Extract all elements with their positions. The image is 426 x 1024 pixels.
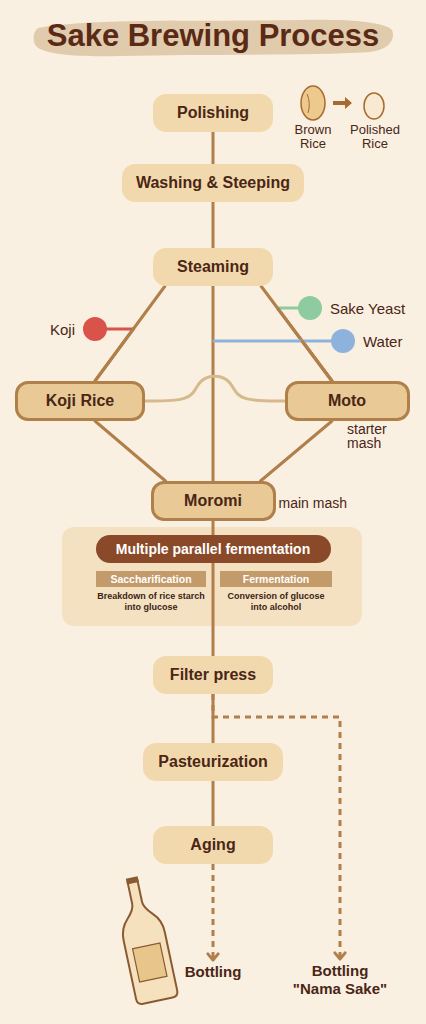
node-title: Sake Yeast — [330, 300, 405, 317]
connector-line — [107, 328, 133, 331]
node-title: Koji Rice — [46, 392, 114, 409]
node-title: Bottling — [185, 963, 242, 980]
flow-connector — [95, 421, 166, 481]
process-box: Moromimain mash — [151, 481, 276, 521]
polish-arrow — [333, 97, 352, 109]
node-note: Conversion of glucose into alcohol — [220, 591, 332, 613]
ingredient-dot: Sake Yeast — [298, 296, 322, 320]
polished-rice-grain — [364, 93, 384, 119]
diagram-title: Sake Brewing Process — [0, 18, 426, 54]
node-title: Aging — [190, 836, 235, 853]
node-title: Fermentation — [220, 571, 332, 587]
node-note: Breakdown of rice starch into glucose — [96, 591, 206, 613]
sake-bottle — [111, 873, 178, 1005]
flow-connector — [213, 286, 214, 481]
connector-line — [95, 421, 166, 481]
process-box: Steaming — [153, 248, 273, 286]
node-title: Water — [363, 333, 402, 350]
connector-line — [261, 286, 332, 381]
process-pill: Multiple parallel fermentation — [96, 535, 331, 563]
node-title: Moromi — [184, 492, 242, 509]
connector-line — [214, 340, 331, 343]
process-box: Filter press — [153, 656, 273, 694]
sub-process: SaccharificationBreakdown of rice starch… — [96, 571, 206, 613]
node-title: Koji — [50, 321, 75, 338]
node-title: Washing & Steeping — [136, 174, 290, 191]
brown-rice-grain — [301, 86, 325, 120]
node-title: Pasteurization — [158, 753, 267, 770]
process-box: Aging — [153, 826, 273, 864]
flow-connector — [214, 341, 332, 381]
node-title: Polishing — [177, 104, 249, 121]
node-note: main mash — [279, 496, 347, 510]
process-box: Polishing — [153, 94, 273, 132]
flow-connector — [145, 376, 285, 401]
flow-connector — [213, 563, 214, 656]
process-box: Washing & Steeping — [122, 164, 304, 202]
end-label: Bottling "Nama Sake" — [292, 962, 388, 998]
connector-line — [212, 286, 215, 481]
flow-connector — [208, 864, 218, 960]
grain-label: Brown Rice — [282, 123, 344, 151]
connector-line — [302, 341, 332, 381]
ingredient-dot: Water — [331, 329, 355, 353]
process-box: Koji Rice — [15, 381, 145, 421]
arrow-head — [208, 954, 218, 960]
flow-connector — [212, 132, 213, 164]
connector-line — [261, 421, 333, 481]
process-box: Motostarter mash — [285, 381, 410, 421]
grain-label: Polished Rice — [343, 123, 407, 151]
end-label: Bottling — [185, 963, 242, 981]
flow-connector — [261, 286, 332, 381]
flow-connector — [213, 781, 214, 826]
flow-connector — [212, 202, 213, 248]
flow-connector — [213, 521, 214, 535]
node-note: starter mash — [347, 422, 407, 450]
node-title: Steaming — [177, 258, 249, 275]
connector-line — [212, 521, 215, 535]
connector-line — [212, 563, 215, 656]
node-title: Multiple parallel fermentation — [116, 541, 310, 557]
sub-process: FermentationConversion of glucose into a… — [220, 571, 332, 613]
flow-connector — [261, 421, 333, 481]
connector-line — [212, 864, 215, 960]
connector-line — [211, 132, 214, 164]
connector-line — [211, 202, 214, 248]
connector-line — [145, 376, 285, 401]
node-title: Filter press — [170, 666, 256, 683]
arrow-head — [335, 953, 345, 959]
ingredient-dot: Koji — [83, 317, 107, 341]
connector-line — [212, 781, 215, 826]
node-title: Saccharification — [96, 571, 206, 587]
connector-line — [277, 307, 298, 310]
node-title: Bottling "Nama Sake" — [293, 962, 387, 997]
node-title: Moto — [328, 392, 366, 409]
process-box: Pasteurization — [143, 743, 283, 781]
